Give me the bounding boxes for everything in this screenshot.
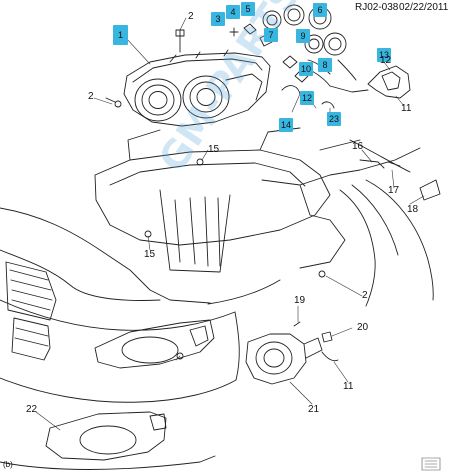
fasteners bbox=[144, 158, 441, 278]
callout-22: 22 bbox=[26, 404, 38, 415]
callout-2-top: 2 bbox=[188, 11, 194, 22]
fog-lamp-bezel-lower bbox=[45, 411, 167, 461]
callout-boxed-7: 7 bbox=[264, 28, 278, 42]
corner-mark: (b) bbox=[3, 460, 13, 469]
callout-12-plain: 12 bbox=[380, 55, 392, 66]
callout-boxed-12: 12 bbox=[300, 91, 314, 105]
callout-19: 19 bbox=[294, 295, 306, 306]
callout-boxed-4: 4 bbox=[226, 5, 240, 19]
callout-boxed-8: 8 bbox=[318, 58, 332, 72]
callout-boxed-10: 10 bbox=[299, 62, 313, 76]
callout-boxed-13: 13 bbox=[377, 48, 391, 62]
header-date: 02/22/2011 bbox=[399, 2, 449, 13]
callout-boxed-6: 6 bbox=[313, 3, 327, 17]
callout-boxed-3: 3 bbox=[211, 12, 225, 26]
callout-17: 17 bbox=[388, 185, 400, 196]
callout-15-upper: 15 bbox=[208, 144, 220, 155]
headlamp-screw-left bbox=[105, 97, 122, 108]
fog-lamp-bezel-upper bbox=[94, 319, 215, 369]
callout-boxed-23: 23 bbox=[327, 112, 341, 126]
callout-11-lower: 11 bbox=[343, 381, 354, 392]
callout-boxed-5: 5 bbox=[241, 2, 255, 16]
headlamp-assembly bbox=[123, 29, 271, 127]
callout-18: 18 bbox=[407, 204, 419, 215]
callout-2-right: 2 bbox=[362, 290, 368, 301]
radiator-support bbox=[94, 127, 421, 273]
callout-boxed-14: 14 bbox=[279, 118, 293, 132]
callout-2-left: 2 bbox=[88, 91, 94, 102]
callout-16: 16 bbox=[352, 141, 364, 152]
grille bbox=[5, 261, 57, 361]
callout-boxed-9: 9 bbox=[296, 29, 310, 43]
fog-lamp bbox=[245, 321, 339, 385]
header-code: RJ02-038 bbox=[355, 2, 399, 13]
callout-21: 21 bbox=[308, 404, 320, 415]
callout-boxed-1: 1 bbox=[113, 25, 128, 45]
callout-11-upper: 11 bbox=[401, 103, 412, 114]
callout-20: 20 bbox=[357, 322, 369, 333]
bumper-fascia bbox=[0, 179, 434, 470]
frame-marks bbox=[421, 457, 441, 471]
callout-15-lower: 15 bbox=[144, 249, 156, 260]
